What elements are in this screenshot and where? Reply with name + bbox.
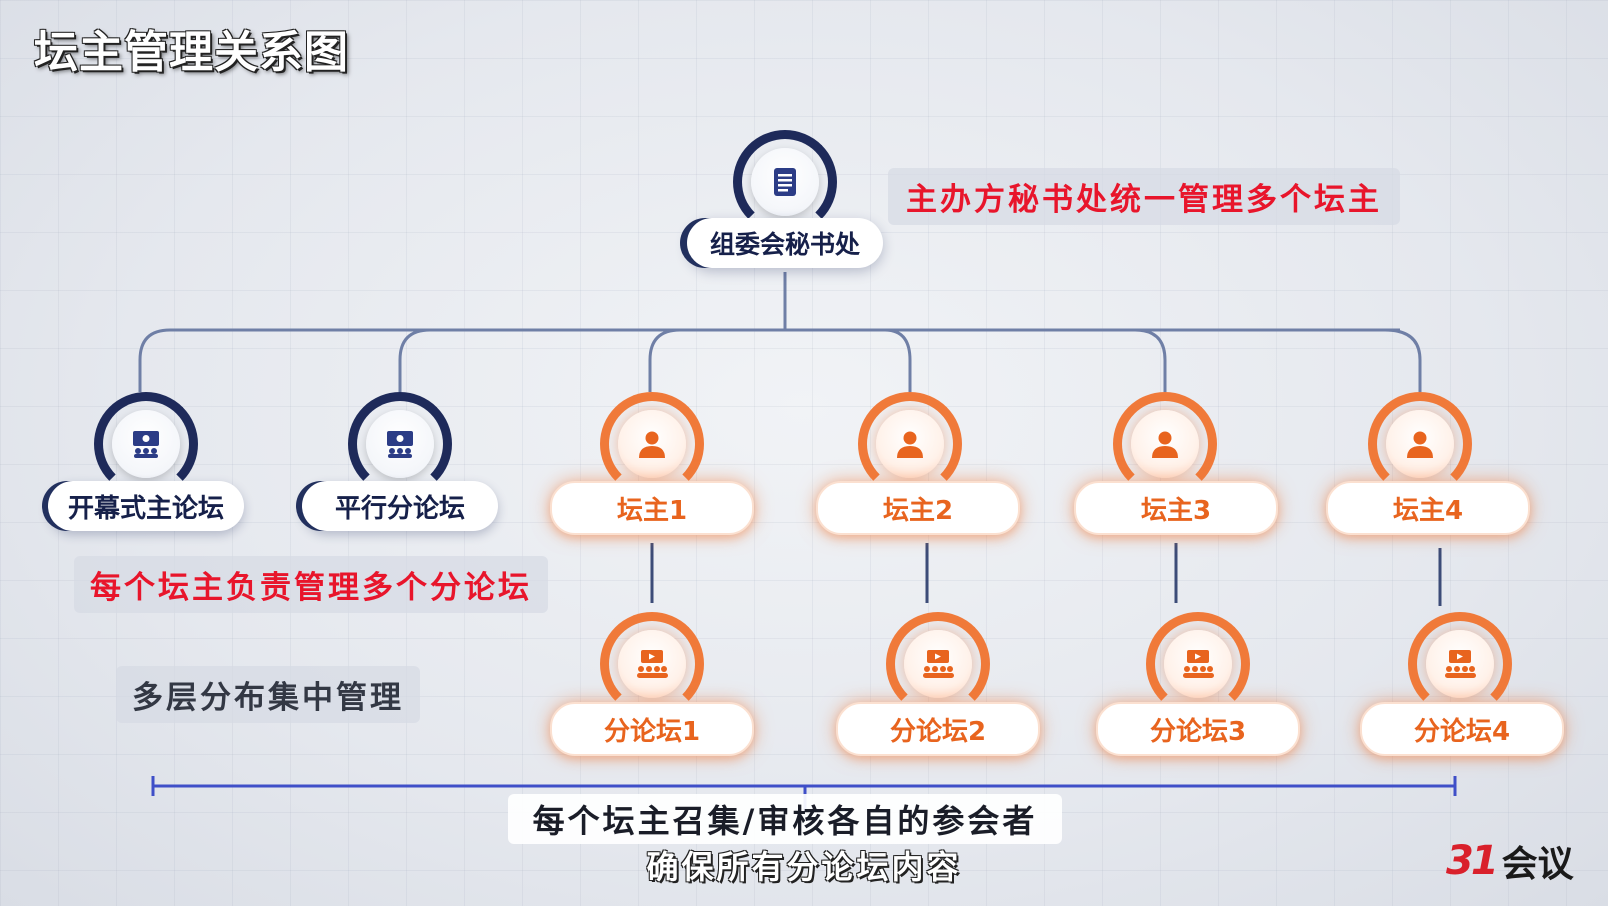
logo-number: 31 [1446,838,1499,884]
branch-4 [884,328,912,392]
root-icon-badge [733,130,837,234]
sub-forum-3: 分论坛3 [1096,702,1300,756]
annotation-layered: 多层分布集中管理 [116,666,420,723]
node-host3-icon-badge [1113,392,1217,496]
meeting-screen-icon [133,431,159,458]
node-parallel-icon-badge [348,392,452,496]
audience-screen-icon [1445,650,1476,678]
sub-forum3-icon-badge [1146,612,1250,716]
person-icon [1407,431,1433,458]
node-host-1: 坛主1 [550,481,754,535]
branch-2 [398,328,431,392]
branch-3 [648,328,681,392]
branch-5 [1134,328,1167,392]
audience-screen-icon [923,650,954,678]
caption-line-1: 每个坛主召集/审核各自的参会者 [508,794,1062,844]
annotation-mid: 每个坛主负责管理多个分论坛 [74,556,548,613]
sub-forum-1: 分论坛1 [550,702,754,756]
node-host4-icon-badge [1368,392,1472,496]
node-host-4: 坛主4 [1326,481,1530,535]
node-host-3: 坛主3 [1074,481,1278,535]
logo-text: 会议 [1501,844,1574,885]
sub-forum-4: 分论坛4 [1360,702,1564,756]
caption-line-2: 确保所有分论坛内容 [646,848,962,886]
sub-forum2-icon-badge [886,612,990,716]
node-host-2: 坛主2 [816,481,1020,535]
node-host1-icon-badge [600,392,704,496]
person-icon [897,431,923,458]
annotation-top: 主办方秘书处统一管理多个坛主 [888,168,1400,225]
sub-forum1-icon-badge [600,612,704,716]
node-host2-icon-badge [858,392,962,496]
person-icon [639,431,665,458]
branch-1 [138,328,171,392]
audience-screen-icon [637,650,668,678]
root-node-label: 组委会秘书处 [687,218,883,268]
brand-logo: 31 会议 [1446,836,1574,886]
sub-forum4-icon-badge [1408,612,1512,716]
node-parallel-forum: 平行分论坛 [302,481,498,531]
person-icon [1152,431,1178,458]
branch-6 [1384,328,1422,392]
node-opening-forum: 开幕式主论坛 [48,481,244,531]
page-title: 坛主管理关系图 [34,27,349,78]
node-opening-icon-badge [94,392,198,496]
audience-screen-icon [1183,650,1214,678]
sub-forum-2: 分论坛2 [836,702,1040,756]
meeting-screen-icon [387,431,413,458]
document-icon [774,168,796,196]
